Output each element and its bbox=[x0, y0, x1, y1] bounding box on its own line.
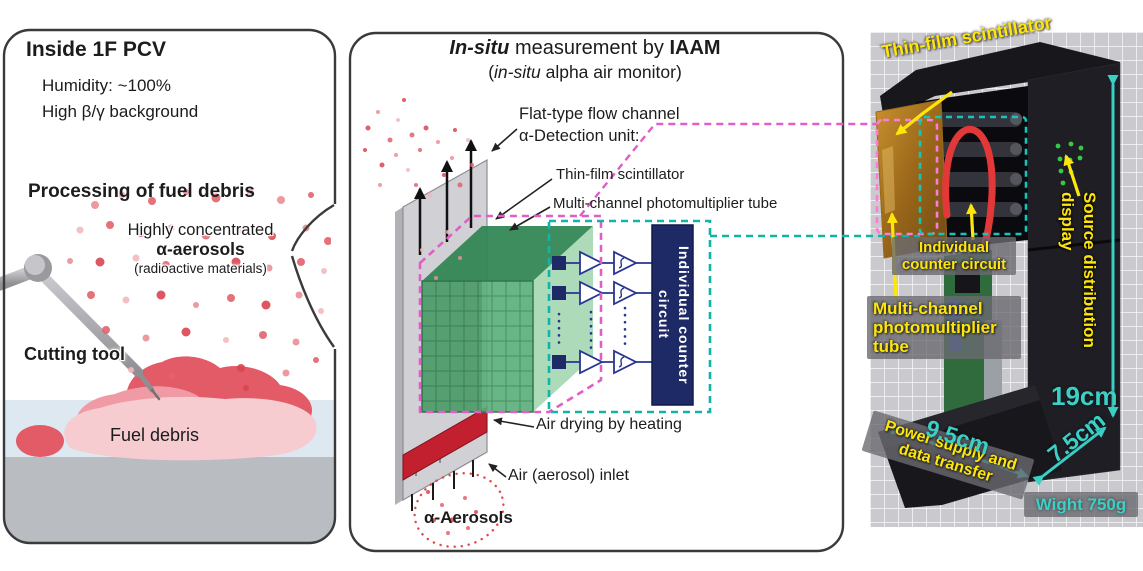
counter-circuit-label: Individual counter circuit bbox=[651, 224, 694, 406]
humidity-text: Humidity: ~100% bbox=[42, 76, 171, 95]
fuel-debris-label: Fuel debris bbox=[110, 425, 200, 445]
title-mid: measurement by bbox=[509, 37, 670, 59]
floor-layer bbox=[4, 457, 335, 543]
depth-arrow bbox=[1032, 426, 1107, 486]
heater-strip bbox=[402, 406, 488, 481]
source-line1: Source distribution bbox=[1080, 192, 1099, 348]
scintillator-photo-outline bbox=[875, 118, 939, 236]
source-display-label: Source distribution display bbox=[1056, 192, 1100, 397]
middle-panel-border bbox=[348, 31, 845, 553]
air-inlet-pins bbox=[411, 460, 474, 511]
title-insitu: In-situ bbox=[449, 37, 510, 59]
label-arrows bbox=[488, 128, 553, 478]
radiation-text: High β/γ background bbox=[42, 102, 199, 121]
aerosol-line3: (radioactive materials) bbox=[134, 261, 267, 276]
aerosol-line1: Highly concentrated bbox=[127, 221, 274, 239]
subtitle-insitu: in-situ bbox=[494, 62, 541, 82]
flow-channel-line2: α-Detection unit: bbox=[519, 127, 640, 145]
photo-pmt-line2: photomultiplier bbox=[873, 318, 997, 337]
photo-pmt-line3: tube bbox=[873, 337, 909, 356]
photo-pmt-chip: Multi-channel photomultiplier tube bbox=[867, 296, 1021, 359]
counter-line2: circuit bbox=[656, 290, 672, 340]
red-cable bbox=[942, 125, 996, 266]
dim-height-label: 19cm bbox=[1051, 381, 1118, 411]
counter-circuit-diagram bbox=[552, 224, 694, 406]
left-panel-title: Inside 1F PCV bbox=[26, 38, 167, 61]
title-iaam: IAAM bbox=[669, 37, 721, 59]
counter-circuit-outline bbox=[547, 219, 712, 414]
middle-panel-subtitle: (in-situ alpha air monitor) bbox=[350, 62, 820, 83]
speech-bubble-tail bbox=[290, 203, 337, 349]
air-drying-label: Air drying by heating bbox=[536, 416, 682, 433]
photo-counter-chip: Individual counter circuit bbox=[892, 237, 1016, 275]
flow-channel-line1: Flat-type flow channel bbox=[519, 105, 680, 123]
subtitle-open: ( bbox=[488, 62, 495, 82]
flow-channel-label: Flat-type flow channel α-Detection unit: bbox=[519, 103, 680, 147]
alpha-aerosols-label: α-Aerosols bbox=[424, 508, 513, 527]
aerosol-dots-middle bbox=[363, 98, 478, 535]
weight-chip: Wight 750g bbox=[1024, 492, 1138, 517]
photo-pmt-line1: Multi-channel bbox=[873, 299, 983, 318]
alpha-aerosol-dots bbox=[67, 188, 332, 391]
air-inlet-label: Air (aerosol) inlet bbox=[508, 467, 629, 484]
thin-film-label: Thin-film scintillator bbox=[556, 166, 685, 183]
aerosol-line2: α-aerosols bbox=[156, 239, 245, 259]
subtitle-rest: alpha air monitor) bbox=[540, 62, 682, 82]
counter-circuit-box bbox=[651, 224, 694, 406]
cutting-tool-label: Cutting tool bbox=[24, 344, 125, 364]
processing-heading: Processing of fuel debris bbox=[28, 181, 255, 202]
magenta-connector bbox=[579, 122, 877, 217]
middle-panel-title: In-situ measurement by IAAM bbox=[350, 37, 820, 60]
source-line2: display bbox=[1058, 192, 1077, 251]
alpha-aerosols-ellipse bbox=[413, 472, 505, 548]
detection-unit-outline bbox=[418, 214, 603, 414]
counter-line1: Individual counter bbox=[676, 245, 692, 385]
pmt-label: Multi-channel photomultiplier tube bbox=[553, 195, 778, 212]
aerosol-callout: Highly concentrated α-aerosols (radioact… bbox=[88, 221, 313, 278]
cutting-tool-arm bbox=[0, 254, 161, 401]
photo-counter-line2: counter circuit bbox=[901, 256, 1007, 273]
photo-counter-line1: Individual bbox=[918, 239, 989, 256]
